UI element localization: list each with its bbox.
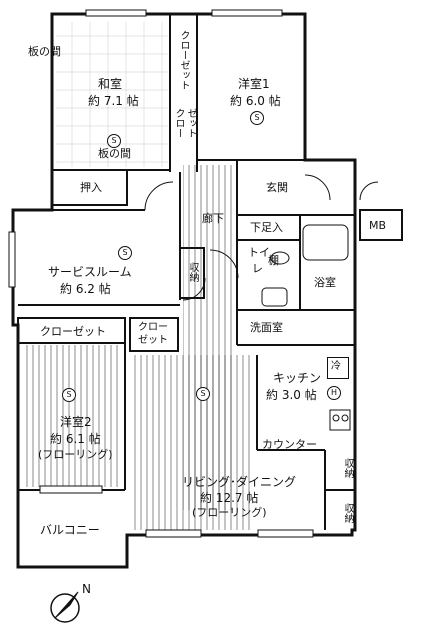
youshitsu2-size: 約 6.1 帖 xyxy=(50,432,101,446)
washitsu-name: 和室 xyxy=(98,77,123,91)
interior-walls xyxy=(13,14,355,530)
storage-mark-icon: S xyxy=(250,111,264,125)
counter-label: カウンター xyxy=(262,438,317,451)
closet-small-label-2: ゼット xyxy=(185,108,196,138)
kitchen-size: 約 3.0 帖 xyxy=(266,388,317,402)
storage-mark-icon: S xyxy=(107,134,121,148)
youshitsu1-size: 約 6.0 帖 xyxy=(230,94,281,108)
oshiire-label: 押入 xyxy=(80,181,102,194)
closet-small-label-1: クロー xyxy=(173,108,184,138)
senmenshitsu-label: 洗面室 xyxy=(250,321,283,334)
washitsu-size: 約 7.1 帖 xyxy=(88,94,139,108)
youshitsu2-flooring xyxy=(22,345,122,487)
stove-mark-icon: H xyxy=(327,386,341,400)
service-room-size: 約 6.2 帖 xyxy=(60,282,111,296)
ldk-flooring xyxy=(130,355,254,530)
storage-mark-icon: S xyxy=(196,387,210,401)
shita-ashiire-label: 下足入 xyxy=(250,221,283,234)
shuunou-right-2-label: 収納 xyxy=(342,503,353,523)
door-arcs xyxy=(144,174,379,301)
rouka-label: 廊下 xyxy=(202,212,224,225)
closet-top-label: クローゼット xyxy=(178,30,189,90)
ldk-name: リビング･ダイニング xyxy=(182,475,297,489)
youshitsu2-floor: (フローリング) xyxy=(38,448,113,461)
kitchen-name: キッチン xyxy=(273,371,322,385)
fridge-space xyxy=(327,357,349,379)
balcony-label: バルコニー xyxy=(40,523,100,537)
youshitsu1-name: 洋室1 xyxy=(238,77,270,91)
service-room-name: サービスルーム xyxy=(48,265,132,279)
shuunou-right-1-label: 収納 xyxy=(342,458,353,478)
mb-box xyxy=(359,209,403,241)
toilet-label-1: トイ xyxy=(248,246,270,259)
ita-no-ma-bottom-label: 板の間 xyxy=(98,147,131,160)
youshitsu2-name: 洋室2 xyxy=(60,415,92,429)
north-label: N xyxy=(82,582,91,596)
compass xyxy=(50,591,80,623)
ita-no-ma-top-label: 板の間 xyxy=(28,45,61,58)
genkan-label: 玄関 xyxy=(266,181,288,194)
ldk-floor: (フローリング) xyxy=(192,506,267,519)
closet-mid-label-1: クロー xyxy=(138,322,168,333)
shuunou-label: 収納 xyxy=(187,262,198,282)
ldk-size: 約 12.7 帖 xyxy=(200,491,259,505)
yokushitsu-label: 浴室 xyxy=(314,276,336,289)
storage-mark-icon: S xyxy=(118,246,132,260)
windows xyxy=(8,9,314,538)
bath-fixtures xyxy=(261,224,351,431)
storage-mark-icon: S xyxy=(62,388,76,402)
mb-label: MB xyxy=(369,219,387,232)
closet-mid-label-2: ゼット xyxy=(138,335,168,346)
tana-label: 棚 xyxy=(268,254,279,267)
toilet-label-2: レ xyxy=(252,262,263,275)
rei-label: 冷 xyxy=(331,361,341,372)
closet-left-label: クローゼット xyxy=(40,325,106,338)
